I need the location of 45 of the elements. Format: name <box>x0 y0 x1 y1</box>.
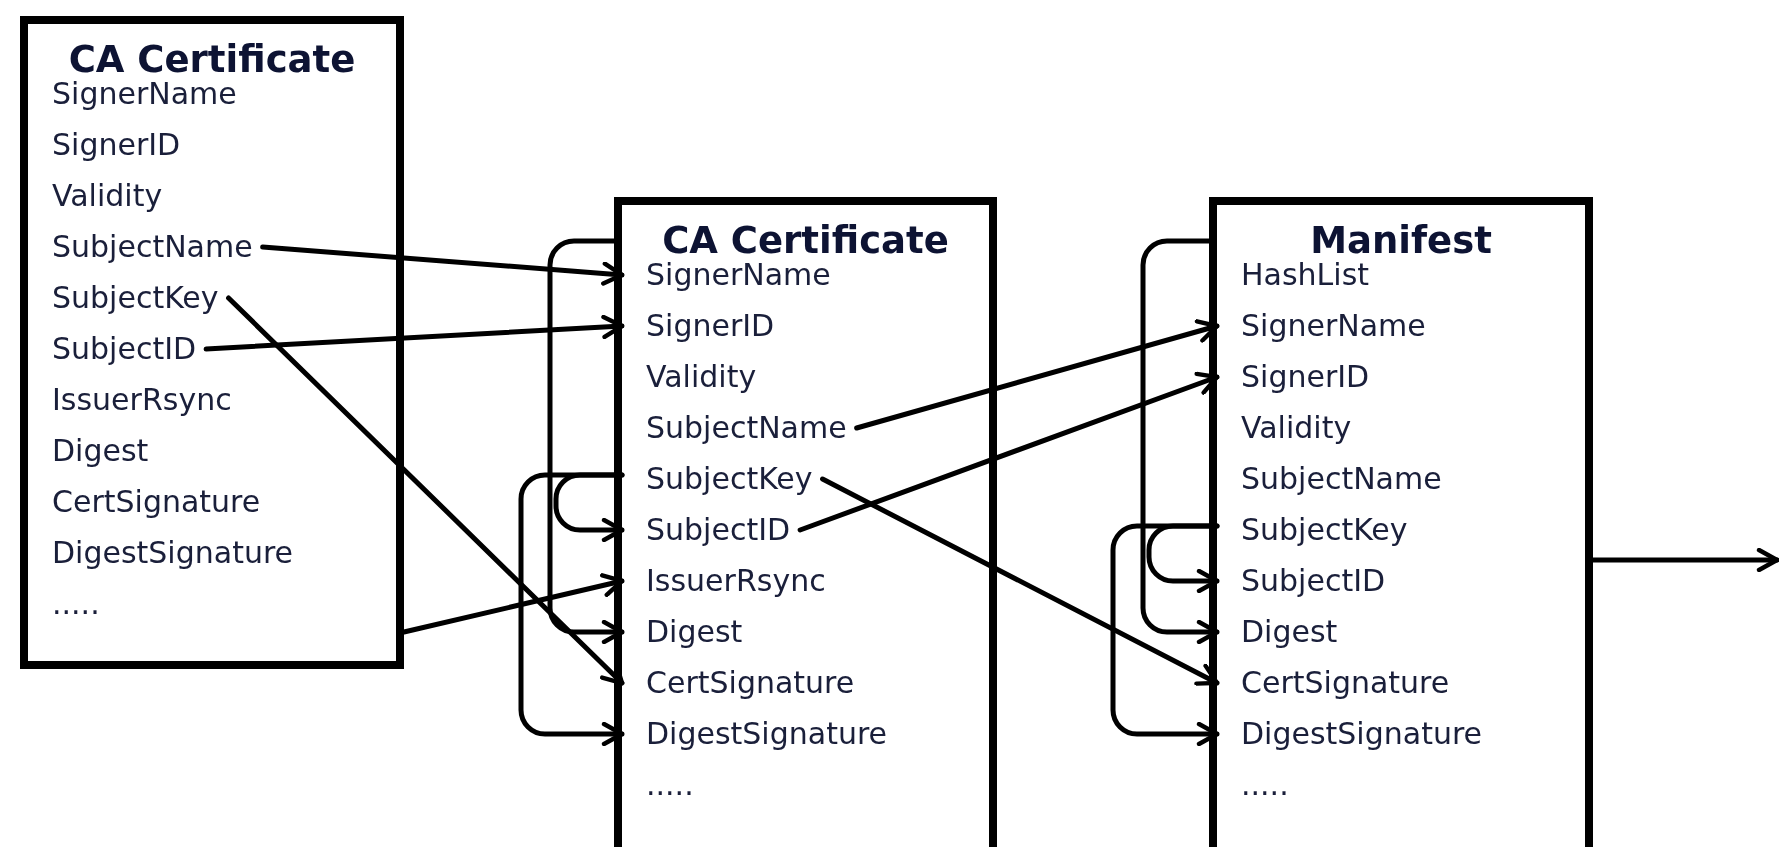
field-label: CertSignature <box>28 480 261 524</box>
arrow <box>1110 523 1220 747</box>
arrow <box>547 238 625 645</box>
field-label: Validity <box>622 355 757 399</box>
field-label: DigestSignature <box>28 531 294 575</box>
record-box <box>614 197 997 847</box>
field-label: SubjectName <box>622 406 847 450</box>
record-box <box>1209 197 1593 847</box>
field-label: SubjectID <box>622 508 791 552</box>
arrow <box>260 244 625 286</box>
arrow <box>401 573 625 635</box>
field-label: IssuerRsync <box>622 559 826 603</box>
field-label: ..... <box>1217 763 1289 807</box>
field-label: Validity <box>28 174 163 218</box>
field-label: SubjectID <box>28 327 197 371</box>
field-label: SubjectKey <box>1217 508 1408 552</box>
field-label: SignerID <box>622 304 775 348</box>
field-label: ..... <box>28 582 100 626</box>
field-label: Validity <box>1217 406 1352 450</box>
record-box <box>20 16 404 669</box>
field-label: SubjectName <box>28 225 253 269</box>
field-label: DigestSignature <box>622 712 888 756</box>
field-label: SignerID <box>1217 355 1370 399</box>
field-label: SubjectKey <box>622 457 813 501</box>
arrow <box>797 371 1220 533</box>
field-label: SubjectID <box>1217 559 1386 603</box>
field-label: Digest <box>28 429 149 473</box>
field-label: SubjectKey <box>28 276 219 320</box>
field-label: CertSignature <box>622 661 855 705</box>
arrow <box>1590 547 1779 573</box>
arrow <box>518 472 625 747</box>
field-label: DigestSignature <box>1217 712 1483 756</box>
arrow <box>226 295 625 686</box>
field-label: SignerID <box>28 123 181 167</box>
field-label: IssuerRsync <box>28 378 232 422</box>
arrow <box>820 476 1220 686</box>
arrow <box>854 319 1220 431</box>
field-label: CertSignature <box>1217 661 1450 705</box>
field-label: Digest <box>622 610 743 654</box>
arrow <box>203 314 625 352</box>
arrow <box>1140 238 1220 645</box>
field-label: SignerName <box>1217 304 1426 348</box>
field-label: Digest <box>1217 610 1338 654</box>
field-label: SubjectName <box>1217 457 1442 501</box>
field-label: ..... <box>622 763 694 807</box>
